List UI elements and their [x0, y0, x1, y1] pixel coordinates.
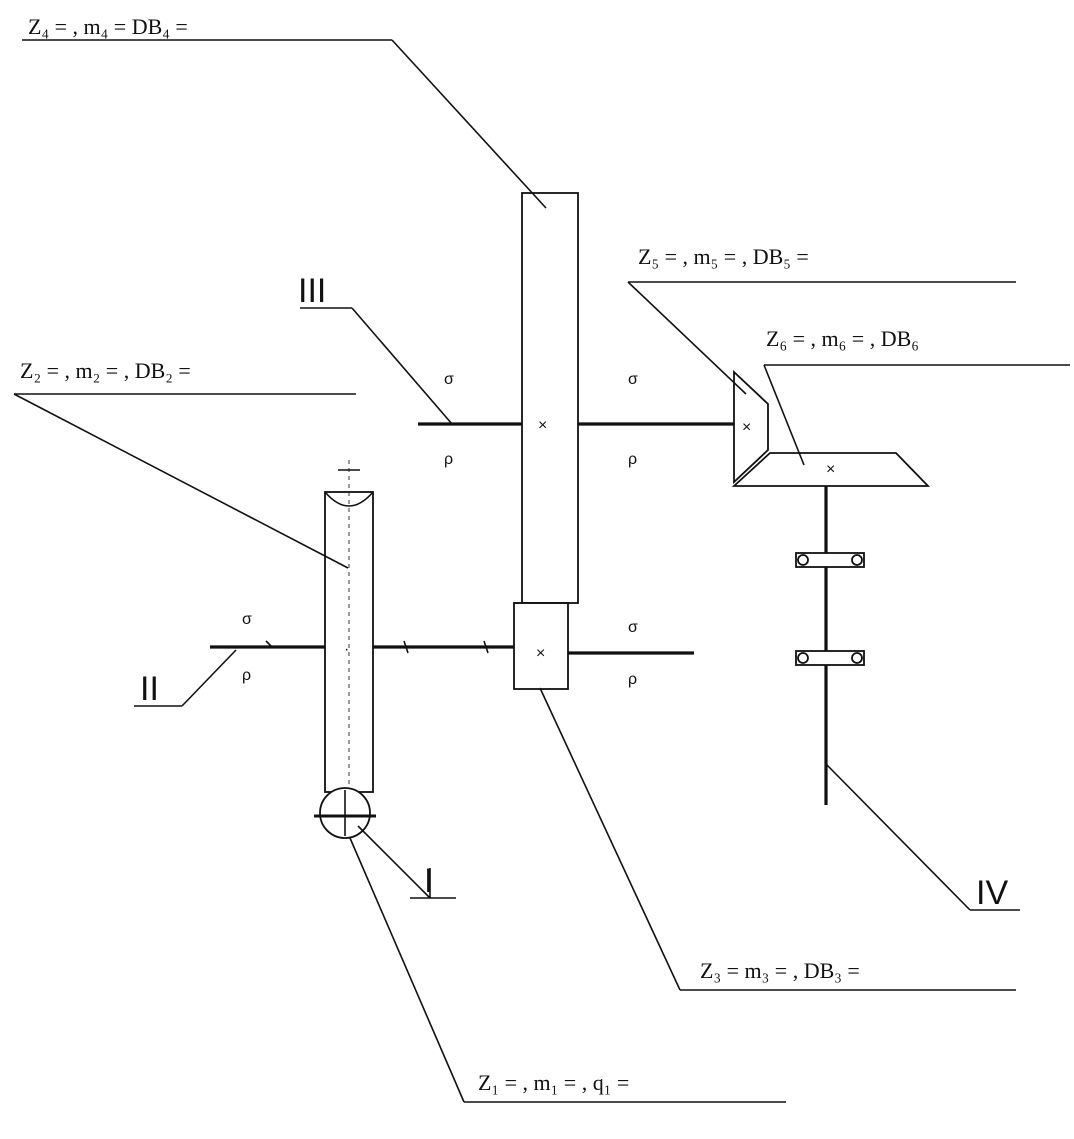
- gear-2-label: Z₂ = , m₂ = , DВ₂ =: [20, 358, 191, 383]
- gear-3-label: Z₃ = m₃ = , DВ₃ =: [700, 958, 860, 983]
- svg-text:ρ: ρ: [444, 451, 453, 468]
- gear-1-label: Z₁ = , m₁ = , q₁ =: [478, 1070, 629, 1095]
- svg-text:σ: σ: [628, 619, 638, 636]
- shaft-IV-label: IV: [976, 874, 1008, 912]
- bevel-gear-6: ×: [731, 452, 931, 487]
- shaft-IV: [795, 486, 865, 805]
- bevel-gear-5: ×: [733, 369, 769, 485]
- gear-5-label: Z₅ = , m₅ = , DВ₅ =: [638, 244, 809, 269]
- svg-text:×: ×: [826, 461, 835, 478]
- shaft-III: × σ ρ σ ρ: [418, 371, 738, 468]
- gear-6-label: Z₆ = , m₆ = , DВ₆: [766, 326, 919, 351]
- parameter-labels: Z₄ = , m₄ = DВ₄ = Z₅ = , m₅ = , DВ₅ = Z₆…: [20, 14, 919, 1095]
- svg-text:ρ: ρ: [628, 451, 637, 468]
- svg-text:σ: σ: [444, 371, 454, 388]
- bearing-lower: [795, 650, 865, 666]
- bearing-upper: [795, 552, 865, 568]
- shaft-III-label: III: [298, 272, 326, 310]
- svg-text:·: ·: [344, 641, 349, 658]
- worm-1: [314, 787, 376, 839]
- worm-wheel-2: ·: [324, 460, 374, 800]
- gear-4: [521, 192, 579, 604]
- svg-text:σ: σ: [628, 371, 638, 388]
- gear-4-label: Z₄ = , m₄ = DВ₄ =: [28, 14, 188, 39]
- leader-lines: [13, 39, 1070, 1103]
- gear-3: [513, 602, 569, 690]
- svg-text:×: ×: [538, 417, 547, 434]
- svg-text:×: ×: [742, 419, 751, 436]
- shaft-II-label: II: [140, 670, 159, 708]
- shaft-labels: III II I IV: [140, 272, 1008, 912]
- svg-text:ρ: ρ: [242, 667, 251, 684]
- svg-text:σ: σ: [242, 611, 252, 628]
- shaft-II: × σ ρ σ ρ: [210, 611, 694, 688]
- svg-text:ρ: ρ: [628, 671, 637, 688]
- shaft-I-label: I: [424, 862, 433, 900]
- svg-text:×: ×: [536, 645, 545, 662]
